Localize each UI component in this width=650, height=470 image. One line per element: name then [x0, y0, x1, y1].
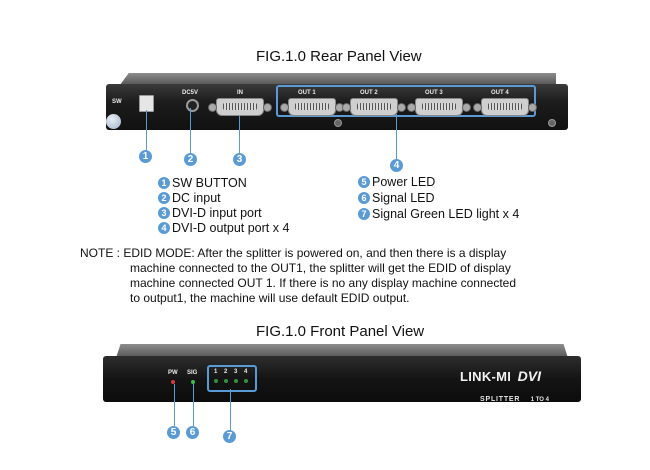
note-line: EDID MODE: After the splitter is powered…: [123, 246, 507, 260]
legend-item: 2 DC input: [158, 191, 221, 205]
legend-label: Signal Green LED light x 4: [372, 207, 520, 221]
legend-item: 6 Signal LED: [358, 191, 435, 205]
note-line: machine connected to the OUT1, the split…: [130, 261, 511, 275]
front-panel-title: FIG.1.0 Front Panel View: [256, 323, 425, 340]
led-number-4: 4: [244, 369, 248, 375]
splitter-label: SPLITTER: [480, 396, 521, 403]
signal-led: [191, 380, 195, 384]
legend-number: 2: [158, 192, 170, 204]
legend-label: SW BUTTON: [172, 176, 247, 190]
brand-suffix: DVI: [517, 368, 541, 384]
callout-4: 4: [390, 159, 403, 172]
callout-7: 7: [223, 430, 236, 443]
output-led-2: [224, 379, 228, 383]
legend-item: 1 SW BUTTON: [158, 176, 247, 190]
ground-screw: [334, 119, 342, 127]
dvi-output-port-2[interactable]: [342, 98, 406, 116]
legend-item: 4 DVI-D output port x 4: [158, 221, 289, 235]
ground-screw: [548, 119, 556, 127]
dvi-output-port-1[interactable]: [280, 98, 344, 116]
pw-label: PW: [168, 370, 178, 376]
legend-item: 5 Power LED: [358, 175, 435, 189]
callout-2: 2: [184, 153, 197, 166]
dc-jack[interactable]: [186, 99, 199, 112]
legend-label: DVI-D output port x 4: [172, 221, 290, 235]
callout-6: 6: [186, 426, 199, 439]
output-led-1: [214, 379, 218, 383]
model-line: SPLITTER 1 TO 4: [480, 388, 549, 406]
out2-label: OUT 2: [360, 90, 378, 96]
led-number-3: 3: [234, 369, 238, 375]
output-ports-frame: [276, 85, 536, 117]
legend-number: 7: [358, 208, 370, 220]
dvi-input-port[interactable]: [208, 98, 272, 116]
led-number-2: 2: [224, 369, 228, 375]
note-line: to output1, the machine will use default…: [130, 291, 410, 305]
out1-label: OUT 1: [298, 90, 316, 96]
output-led-frame: [207, 365, 257, 392]
legend-number: 4: [158, 222, 170, 234]
led-number-1: 1: [214, 369, 218, 375]
dc-label: DC5V: [182, 90, 199, 96]
legend-item: 7 Signal Green LED light x 4: [358, 207, 519, 221]
output-led-4: [244, 379, 248, 383]
brand-name: LINK-MI: [460, 369, 512, 384]
callout-5: 5: [167, 426, 180, 439]
output-led-3: [234, 379, 238, 383]
legend-number: 1: [158, 177, 170, 189]
sw-label: SW: [112, 99, 122, 105]
callout-1: 1: [139, 150, 152, 163]
dvi-output-port-3[interactable]: [407, 98, 471, 116]
legend-label: Signal LED: [372, 191, 435, 205]
out4-label: OUT 4: [491, 90, 509, 96]
in-label: IN: [237, 90, 243, 96]
dvi-output-port-4[interactable]: [473, 98, 537, 116]
legend-number: 3: [158, 207, 170, 219]
legend-label: DC input: [172, 191, 221, 205]
ratio-label: 1 TO 4: [530, 397, 549, 403]
legend-item: 3 DVI-D input port: [158, 206, 262, 220]
power-led: [171, 380, 175, 384]
out3-label: OUT 3: [425, 90, 443, 96]
rear-panel-title: FIG.1.0 Rear Panel View: [256, 48, 422, 65]
legend-label: DVI-D input port: [172, 206, 262, 220]
legend-label: Power LED: [372, 175, 436, 189]
sig-label: SIG: [187, 370, 198, 376]
legend-number: 5: [358, 176, 370, 188]
rubber-foot: [106, 114, 121, 129]
callout-3: 3: [233, 153, 246, 166]
note-line: machine connected OUT 1. If there is no …: [130, 276, 516, 290]
note-lead: NOTE :: [80, 246, 124, 260]
legend-number: 6: [358, 192, 370, 204]
brand-logo: LINK-MI DVI: [460, 368, 541, 386]
edid-note: NOTE : EDID MODE: After the splitter is …: [80, 246, 516, 306]
